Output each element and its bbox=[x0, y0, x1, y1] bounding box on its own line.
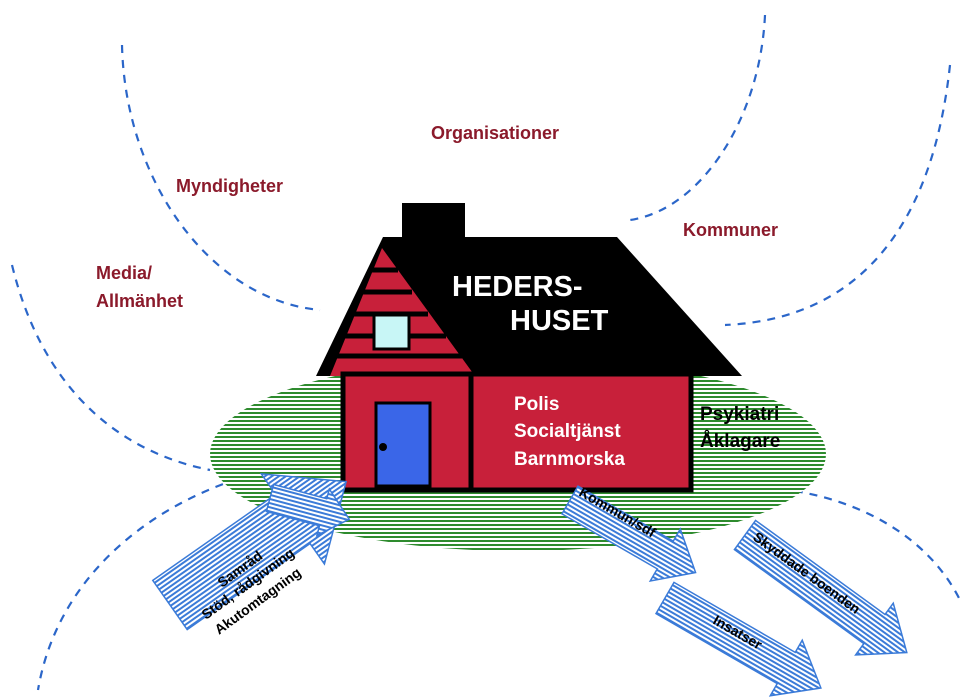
label-allmanhet: Allmänhet bbox=[96, 291, 183, 311]
arrow-top-left bbox=[265, 483, 351, 537]
inner-barnmorska: Barnmorska bbox=[514, 449, 625, 470]
side-aklagare: Åklagare bbox=[700, 431, 780, 452]
door-knob bbox=[379, 443, 387, 451]
side-psykiatri: Psykiatri bbox=[700, 404, 779, 425]
arrow-skyddade bbox=[733, 519, 908, 656]
attic-window bbox=[372, 313, 411, 351]
bottom-right-arc bbox=[719, 486, 961, 601]
inner-socialtjanst: Socialtjänst bbox=[514, 421, 621, 442]
organisationer-arc bbox=[629, 14, 767, 222]
label-organisationer: Organisationer bbox=[431, 123, 559, 143]
kommuner-arc bbox=[724, 64, 952, 327]
house-body-right bbox=[468, 371, 694, 493]
label-myndigheter: Myndigheter bbox=[176, 176, 283, 196]
inner-polis: Polis bbox=[514, 394, 559, 415]
arrow-kommun bbox=[560, 485, 697, 583]
myndigheter-arc bbox=[120, 44, 321, 312]
arrow-insatser bbox=[654, 581, 822, 697]
label-kommuner: Kommuner bbox=[683, 220, 778, 240]
house-title-line2: HUSET bbox=[510, 305, 609, 337]
media-arc bbox=[10, 264, 211, 472]
house-title-line1: HEDERS- bbox=[452, 271, 583, 303]
label-media: Media/ bbox=[96, 263, 152, 283]
